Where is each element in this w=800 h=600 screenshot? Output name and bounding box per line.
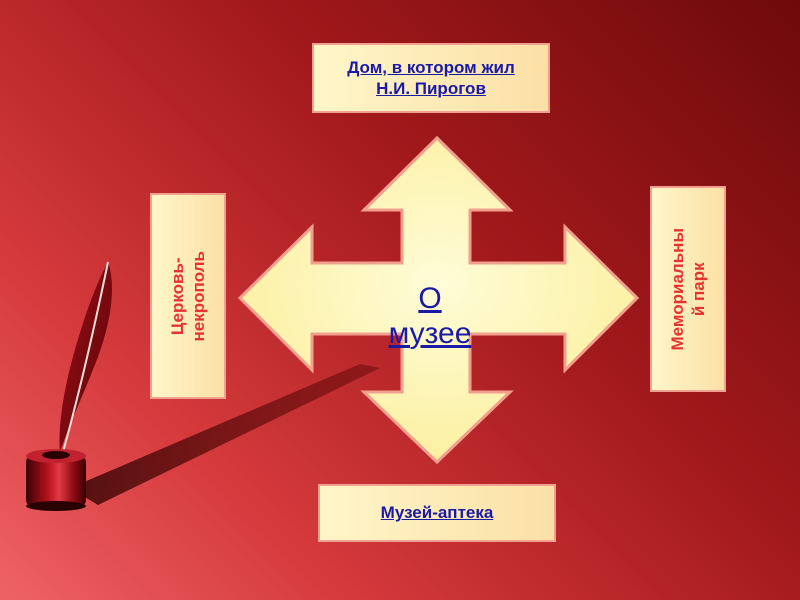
house-of-pirogov-link[interactable]: Дом, в котором жил Н.И. Пирогов bbox=[347, 57, 515, 98]
house-of-pirogov-button[interactable]: Дом, в котором жил Н.И. Пирогов bbox=[312, 43, 550, 113]
inkwell-with-quill-icon bbox=[26, 261, 113, 511]
church-necropolis-label: Церковь- некрополь bbox=[167, 250, 208, 342]
museum-pharmacy-link[interactable]: Музей-аптека bbox=[380, 503, 494, 523]
church-necropolis-button[interactable]: Церковь- некрополь bbox=[150, 193, 226, 399]
museum-pharmacy-button[interactable]: Музей-аптека bbox=[318, 484, 556, 542]
quill-shadow bbox=[70, 364, 380, 505]
four-way-arrow-shape bbox=[237, 135, 640, 465]
memorial-park-button[interactable]: Мемориальны й парк bbox=[650, 186, 726, 392]
memorial-park-label: Мемориальны й парк bbox=[667, 227, 708, 351]
about-museum-link[interactable]: О музее bbox=[388, 282, 472, 350]
